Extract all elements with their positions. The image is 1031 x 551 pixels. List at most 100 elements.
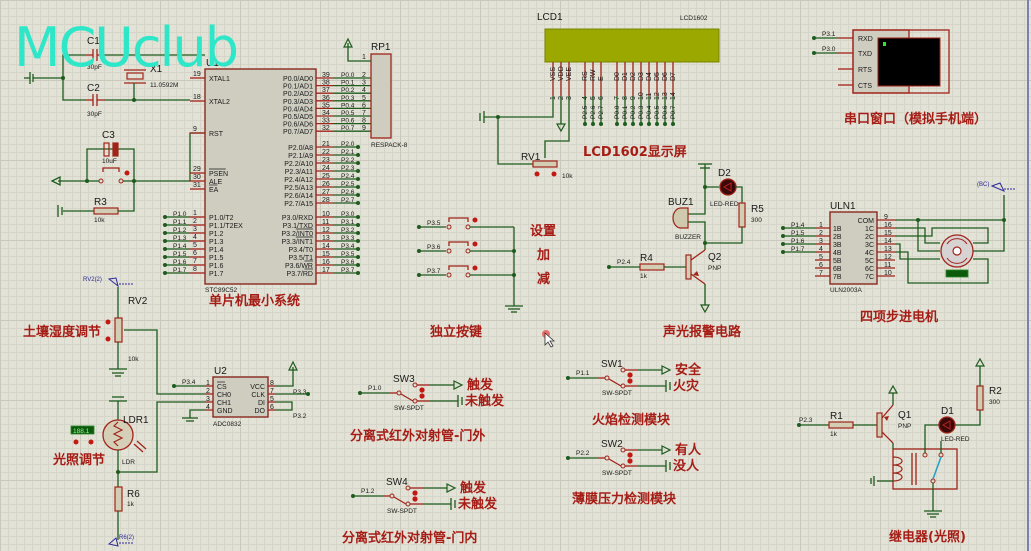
junction: [812, 51, 816, 55]
pin-name: P3.1/TXD: [283, 223, 313, 230]
switch-ref: SW3: [393, 374, 415, 385]
stepper-motor[interactable]: [940, 234, 974, 278]
net-label: P3.7: [341, 267, 355, 274]
net-label: P0.4: [341, 102, 355, 109]
net-label: P3.3: [293, 389, 307, 396]
pin-number: 7: [193, 258, 197, 265]
junction: [163, 255, 167, 259]
pin-name: 4B: [833, 250, 842, 257]
pin-number: 13: [884, 246, 892, 253]
pin-number: 29: [193, 166, 201, 173]
pin-name: GND: [217, 408, 233, 415]
x1-value: 11.0592M: [150, 82, 178, 89]
net-label-bc: (BC): [977, 182, 1016, 192]
state-indicator: [472, 241, 478, 247]
reset-button[interactable]: [98, 167, 130, 184]
stepper-block: ULN1 ULN2003A 11BP1.422BP1.533BP1.644BP1…: [781, 182, 1016, 325]
terminal-pin-rts: RTS: [838, 67, 872, 74]
r5-value: 300: [751, 217, 762, 224]
junction: [671, 122, 675, 126]
pin-number: 16: [884, 222, 892, 229]
net-label: P1.7: [791, 246, 805, 253]
net-label: P1.3: [173, 235, 187, 242]
junction: [647, 122, 651, 126]
net-label: P3.7: [427, 268, 441, 275]
mcu-chip[interactable]: [204, 68, 317, 285]
pin-number: 15: [322, 251, 330, 258]
pin-number: 2: [193, 218, 197, 225]
net-label: P3.4: [341, 243, 355, 250]
junction: [356, 215, 360, 219]
lcd-part: LCD1602: [680, 15, 708, 22]
junction: [417, 249, 421, 253]
relay[interactable]: [892, 448, 958, 490]
potentiometer-rv1[interactable]: RV1 10k: [521, 152, 573, 180]
r3-value: 10k: [94, 217, 105, 224]
junction: [639, 122, 643, 126]
pin-number: 11: [884, 262, 891, 269]
key-button-p3-7[interactable]: P3.7: [417, 265, 514, 278]
key-button-p3-5[interactable]: P3.5: [417, 217, 514, 230]
net-label: P0.2: [630, 105, 637, 119]
svg-text:R6(2): R6(2): [119, 535, 134, 541]
switch-value: SW-SPDT: [602, 390, 632, 397]
pin-name: P0.5/AD5: [283, 114, 313, 121]
state-indicator: [627, 452, 633, 458]
switch-ref: SW2: [601, 439, 623, 450]
r3-ref: R3: [94, 197, 107, 208]
state-indicator: [419, 393, 425, 399]
pin-name: P1.6: [209, 263, 224, 270]
switch-arm: [393, 496, 407, 505]
pin-number: 1: [819, 222, 823, 229]
contact: [465, 272, 471, 278]
pin-number: 4: [193, 234, 197, 241]
net-label: P3.2: [293, 413, 307, 420]
ldr-ldr1[interactable]: LDR1 LDR 188.1: [70, 415, 149, 466]
pin-name: P1.0/T2: [209, 215, 234, 222]
net-label: P2.1: [341, 149, 355, 156]
pin-number: 22: [322, 149, 330, 156]
section-title-light: 光照调节: [52, 452, 105, 468]
pin-name: CTS: [858, 83, 872, 90]
contact: [465, 224, 471, 230]
c2-value: 30pF: [87, 111, 102, 118]
pin-name: P0.1/AD1: [283, 84, 313, 91]
pin-number: 14: [884, 238, 892, 245]
motor-angle-display: [945, 269, 969, 278]
pin-number: 8: [193, 266, 197, 273]
junction: [356, 201, 360, 205]
pin-number: 36: [322, 95, 330, 102]
common-contact: [604, 455, 610, 461]
rp-pin-number: 8: [362, 118, 366, 125]
net-label: P3.2: [341, 227, 355, 234]
net-label: P3.3: [341, 235, 355, 242]
r1-ref: R1: [830, 411, 843, 422]
pin-number: 12: [884, 254, 892, 261]
pin-name: 7C: [865, 274, 874, 281]
pin-number: 17: [322, 267, 330, 274]
ldr1-display: 188.1: [73, 428, 90, 435]
junction: [163, 263, 167, 267]
pin-number: 14: [322, 243, 330, 250]
buzzer-buz1: BUZ1 BUZZER: [668, 197, 701, 241]
terminal-cursor: [883, 42, 886, 46]
pin-name: DI: [258, 400, 265, 407]
key-button-p3-6[interactable]: P3.6: [417, 241, 514, 254]
rp-pin-number: 4: [362, 87, 366, 94]
junction: [356, 161, 360, 165]
rp1-ref: RP1: [371, 42, 391, 53]
